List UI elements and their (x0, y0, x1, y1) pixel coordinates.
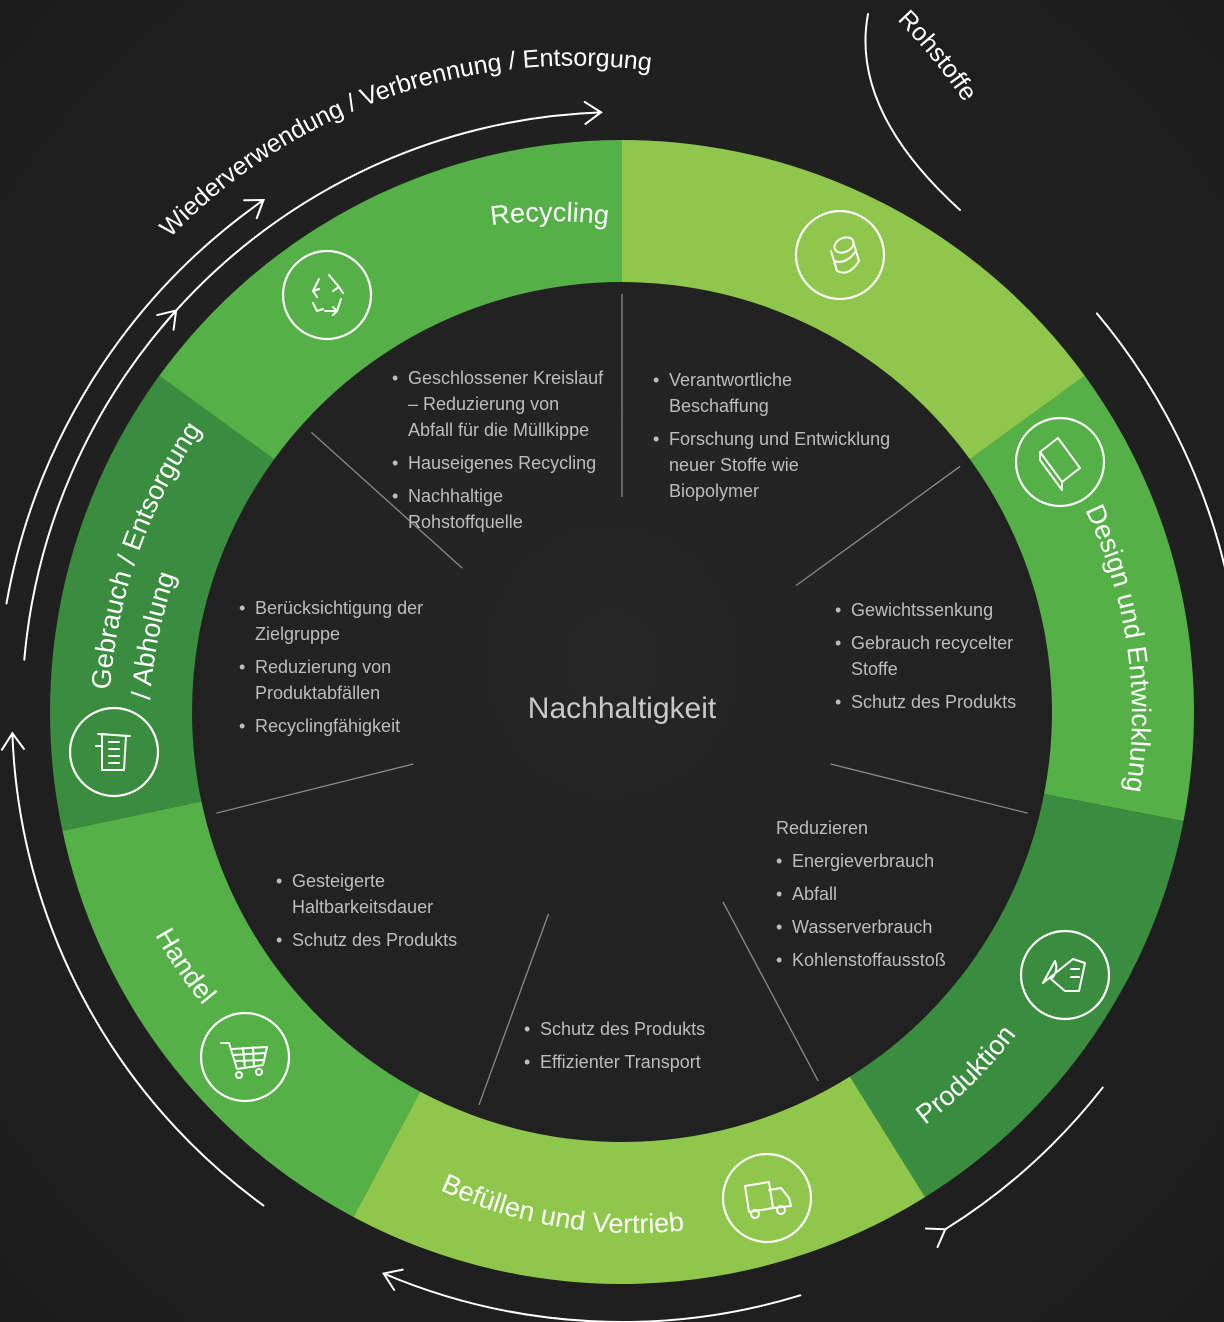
bullet-list: VerantwortlicheBeschaffungForschung und … (653, 367, 903, 504)
segment-rohstoffe (622, 140, 1085, 460)
bullet-item: Abfall (776, 881, 966, 907)
spokes (216, 294, 1028, 1106)
center-title: Nachhaltigkeit (528, 692, 717, 725)
spoke-line (795, 465, 961, 587)
raw-input-curve (864, 13, 961, 211)
raw-materials-label: Rohstoffe (893, 5, 983, 106)
arrow-head (583, 100, 603, 125)
flow-arc-left-upper (23, 309, 178, 661)
bullet-list: Schutz des ProduktsEffizienter Transport (524, 1016, 724, 1075)
spoke-line (830, 763, 1028, 814)
spoke-line (310, 431, 463, 569)
truck-icon (721, 1152, 813, 1244)
spoke-line (216, 763, 414, 814)
bullet-item: Effizienter Transport (524, 1049, 724, 1075)
arrow-head (156, 309, 178, 331)
text-design: GewichtssenkungGebrauch recycelterStoffe… (835, 597, 1035, 722)
arrow-head (0, 731, 25, 751)
flow-arc-bottom-right (944, 1086, 1104, 1231)
segment-handel (62, 801, 421, 1218)
bullet-list: EnergieverbrauchAbfallWasserverbrauchKoh… (776, 848, 966, 973)
text-recycling: Geschlossener Kreislauf– Reduzierung von… (392, 365, 632, 542)
flow-arc-left-outer (5, 199, 265, 605)
arrow-head (243, 199, 265, 220)
factory-icon (1019, 929, 1111, 1021)
bullet-item: Recyclingfähigkeit (239, 713, 449, 739)
segment-gebrauch (50, 375, 275, 831)
segment-recycling (159, 140, 622, 460)
text-produktion: ReduzierenEnergieverbrauchAbfallWasserve… (776, 815, 966, 980)
segment-ring (50, 140, 1194, 1284)
bullet-item: Schutz des Produkts (835, 689, 1035, 715)
spoke-line (722, 901, 819, 1082)
bullet-item: Energieverbrauch (776, 848, 966, 874)
text-rohstoffe: VerantwortlicheBeschaffungForschung und … (653, 367, 903, 511)
bullet-list: GesteigerteHaltbarkeitsdauerSchutz des P… (276, 868, 476, 953)
text-gebrauch: Berücksichtigung derZielgruppeReduzierun… (239, 595, 449, 746)
text-befuellen: Schutz des ProduktsEffizienter Transport (524, 1016, 724, 1082)
flow-arc-top (161, 111, 603, 328)
spoke-line (478, 913, 550, 1106)
bullet-item: Geschlossener Kreislauf– Reduzierung von… (392, 365, 632, 443)
bullet-item: Hauseigenes Recycling (392, 450, 632, 476)
bullet-item: Schutz des Produkts (524, 1016, 724, 1042)
bullet-item: Schutz des Produkts (276, 927, 476, 953)
sector-heading: Reduzieren (776, 818, 869, 838)
barrel-icon (794, 209, 886, 301)
bullet-item: Wasserverbrauch (776, 914, 966, 940)
flow-arc-right (1095, 312, 1224, 569)
package-icon (1014, 416, 1106, 508)
arrow-head (924, 1227, 947, 1249)
segment-produktion (849, 794, 1184, 1198)
segment-design (969, 375, 1194, 822)
flow-arrows (0, 13, 1224, 1322)
label-recycling: Recycling (489, 197, 611, 231)
arrow-head (382, 1268, 404, 1291)
bin-icon (68, 706, 160, 798)
recycle-icon (281, 249, 373, 341)
cart-icon (199, 1011, 291, 1103)
segment-befuellen (353, 1076, 926, 1284)
bullet-list: GewichtssenkungGebrauch recycelterStoffe… (835, 597, 1035, 715)
text-handel: GesteigerteHaltbarkeitsdauerSchutz des P… (276, 868, 476, 960)
bullet-list: Berücksichtigung derZielgruppeReduzierun… (239, 595, 449, 739)
flow-arc-bottom (382, 1272, 802, 1322)
bullet-item: Kohlenstoffausstoß (776, 947, 966, 973)
bullet-item: Gewichtssenkung (835, 597, 1035, 623)
flow-arc-left (11, 732, 265, 1207)
bullet-list: Geschlossener Kreislauf– Reduzierung von… (392, 365, 632, 535)
